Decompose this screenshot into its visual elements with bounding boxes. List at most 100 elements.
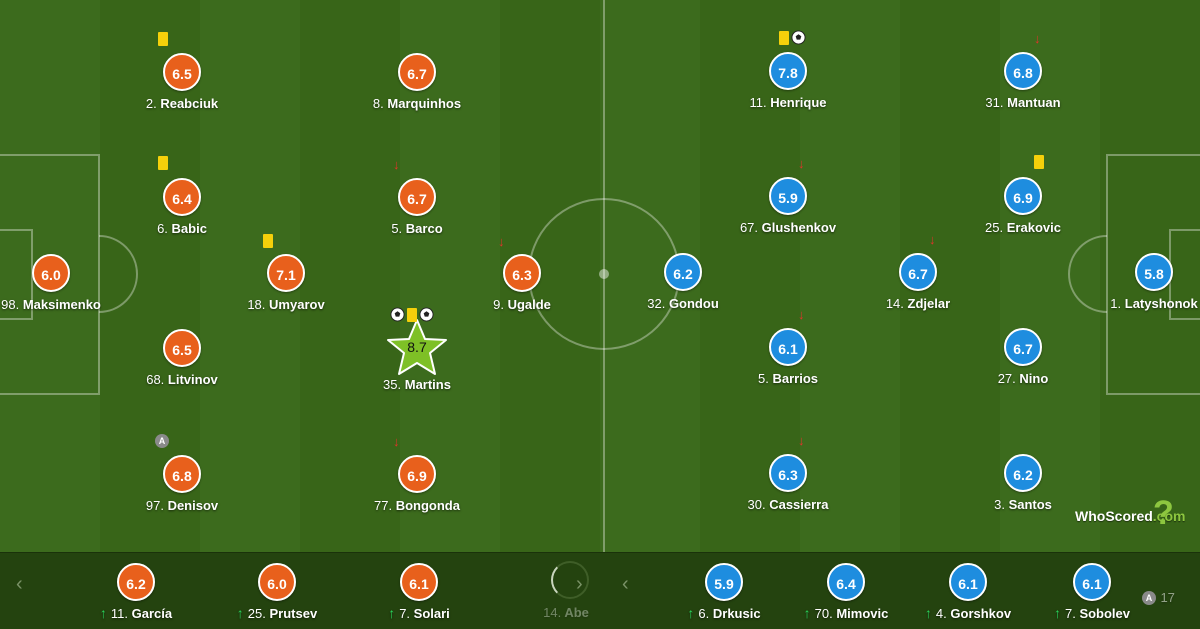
player-card[interactable]: 6.2 32. Gondou bbox=[603, 253, 763, 311]
away-subs-prev-button[interactable]: ‹ bbox=[622, 573, 629, 595]
rating-badge: 6.1 bbox=[1073, 563, 1111, 601]
rating-badge: 6.1 bbox=[400, 563, 438, 601]
sub-player-card[interactable]: 6.2 ↑11. García bbox=[61, 563, 211, 621]
player-events: ↓ bbox=[798, 432, 805, 450]
sub-player-card[interactable]: 6.1 ↑4. Gorshkov bbox=[893, 563, 1043, 621]
player-card[interactable]: 6.5 68. Litvinov bbox=[102, 329, 262, 387]
loading-spinner-icon bbox=[551, 561, 589, 599]
rating-badge: 6.9 bbox=[1004, 177, 1042, 215]
rating-badge: 6.2 bbox=[1004, 454, 1042, 492]
player-name: ↑7. Sobolev bbox=[1053, 605, 1131, 621]
arrow-down-icon: ↓ bbox=[798, 433, 805, 449]
sub-player-card[interactable]: 6.4 ↑70. Mimovic bbox=[771, 563, 921, 621]
rating-badge: 6.8 bbox=[1004, 52, 1042, 90]
player-events: ↓ bbox=[929, 231, 936, 249]
rating-badge: 6.1 bbox=[769, 328, 807, 366]
player-events bbox=[157, 30, 169, 48]
right-penalty-box bbox=[1106, 154, 1200, 395]
sub-player-card-partial[interactable]: A 17 bbox=[1142, 589, 1175, 607]
player-card[interactable]: 6.7 27. Nino bbox=[943, 328, 1103, 386]
player-name: 9. Ugalde bbox=[493, 297, 551, 312]
player-name: ↑25. Prutsev bbox=[236, 605, 318, 621]
player-card[interactable]: 6.7 8. Marquinhos bbox=[337, 53, 497, 111]
player-card[interactable]: 6.9 77. Bongonda bbox=[337, 455, 497, 513]
player-events bbox=[1033, 153, 1045, 171]
player-name: 18. Umyarov bbox=[247, 297, 325, 312]
player-card[interactable]: 7.1 18. Umyarov bbox=[206, 254, 366, 312]
yellow-card-icon bbox=[158, 31, 168, 46]
rating-badge: 6.7 bbox=[899, 253, 937, 291]
sub-player-card[interactable]: 6.0 ↑25. Prutsev bbox=[202, 563, 352, 621]
player-card[interactable]: 6.8 97. Denisov bbox=[102, 455, 262, 513]
player-card[interactable]: 6.5 2. Reabciuk bbox=[102, 53, 262, 111]
sub-player-card[interactable]: 5.9 ↑6. Drkusic bbox=[649, 563, 799, 621]
home-subs-prev-button[interactable]: ‹ bbox=[16, 573, 23, 595]
sub-player-card[interactable]: 6.1 ↑7. Sobolev bbox=[1017, 563, 1167, 621]
player-events: ↓ bbox=[798, 306, 805, 324]
player-card[interactable]: 6.3 9. Ugalde bbox=[442, 254, 602, 312]
player-name: ↑70. Mimovic bbox=[803, 605, 889, 621]
rating-badge: 6.9 bbox=[398, 455, 436, 493]
rating-badge: 5.9 bbox=[769, 177, 807, 215]
player-name: 68. Litvinov bbox=[146, 372, 218, 387]
player-name: 8. Marquinhos bbox=[372, 96, 462, 111]
player-card[interactable]: 6.3 30. Cassierra bbox=[708, 454, 868, 512]
player-name: 27. Nino bbox=[997, 371, 1049, 386]
player-events bbox=[389, 306, 435, 324]
football-icon bbox=[791, 30, 806, 45]
yellow-card-icon bbox=[158, 155, 168, 170]
captain-icon: A bbox=[1142, 590, 1156, 605]
arrow-down-icon: ↓ bbox=[1034, 31, 1041, 47]
player-name: ↑6. Drkusic bbox=[687, 605, 761, 621]
sub-player-card[interactable]: 6.1 ↑7. Solari bbox=[344, 563, 494, 621]
rating-badge: 6.0 bbox=[258, 563, 296, 601]
arrow-down-icon: ↓ bbox=[798, 307, 805, 323]
rating-badge: 6.7 bbox=[398, 53, 436, 91]
player-card[interactable]: 5.8 1. Latyshonok bbox=[1074, 253, 1200, 311]
left-penalty-box bbox=[0, 154, 100, 395]
player-name: 17 bbox=[1160, 590, 1175, 605]
player-card[interactable]: 6.2 3. Santos bbox=[943, 454, 1103, 512]
player-card[interactable]: 5.9 67. Glushenkov bbox=[708, 177, 868, 235]
player-card[interactable]: 6.7 5. Barco bbox=[337, 178, 497, 236]
sub-player-card-unused[interactable]: 14. Abe bbox=[491, 563, 641, 620]
rating-badge: 5.8 bbox=[1135, 253, 1173, 291]
rating-badge: 6.3 bbox=[503, 254, 541, 292]
arrow-up-icon: ↑ bbox=[924, 605, 932, 621]
arrow-up-icon: ↑ bbox=[236, 605, 244, 621]
player-name: 5. Barrios bbox=[758, 371, 818, 386]
yellow-card-icon bbox=[779, 30, 789, 45]
rating-badge: 6.2 bbox=[117, 563, 155, 601]
rating-badge: 7.8 bbox=[769, 52, 807, 90]
player-events: ↓ bbox=[498, 233, 505, 251]
player-name: 32. Gondou bbox=[647, 296, 719, 311]
arrow-down-icon: ↓ bbox=[798, 156, 805, 172]
player-name: 3. Santos bbox=[994, 497, 1052, 512]
player-events: A bbox=[155, 432, 169, 450]
player-name: ↑4. Gorshkov bbox=[924, 605, 1012, 621]
player-name: ↑11. García bbox=[99, 605, 173, 621]
yellow-card-icon bbox=[1034, 154, 1044, 169]
player-card[interactable]: 6.8 31. Mantuan bbox=[943, 52, 1103, 110]
player-name: 98. Maksimenko bbox=[1, 297, 101, 312]
player-events: ↓ bbox=[1034, 30, 1041, 48]
player-name: 97. Denisov bbox=[145, 498, 219, 513]
player-card-man-of-the-match[interactable]: 8.7 35. Martins bbox=[337, 318, 497, 392]
arrow-up-icon: ↑ bbox=[1053, 605, 1061, 621]
player-card[interactable]: 7.8 11. Henrique bbox=[708, 52, 868, 110]
player-name: 11. Henrique bbox=[749, 95, 827, 110]
player-card[interactable]: 6.4 6. Babic bbox=[102, 178, 262, 236]
left-penalty-arc bbox=[98, 235, 138, 313]
rating-badge: 8.7 bbox=[407, 339, 427, 355]
player-events bbox=[262, 232, 274, 250]
yellow-card-icon bbox=[263, 233, 273, 248]
player-events: ↓ bbox=[393, 433, 400, 451]
player-card[interactable]: 6.7 14. Zdjelar bbox=[838, 253, 998, 311]
player-name: ↑7. Solari bbox=[388, 605, 450, 621]
player-card[interactable]: 6.1 5. Barrios bbox=[708, 328, 868, 386]
player-name: 5. Barco bbox=[391, 221, 443, 236]
player-card[interactable]: 6.9 25. Erakovic bbox=[943, 177, 1103, 235]
player-card[interactable]: 6.0 98. Maksimenko bbox=[0, 254, 131, 312]
right-penalty-arc bbox=[1068, 235, 1108, 313]
